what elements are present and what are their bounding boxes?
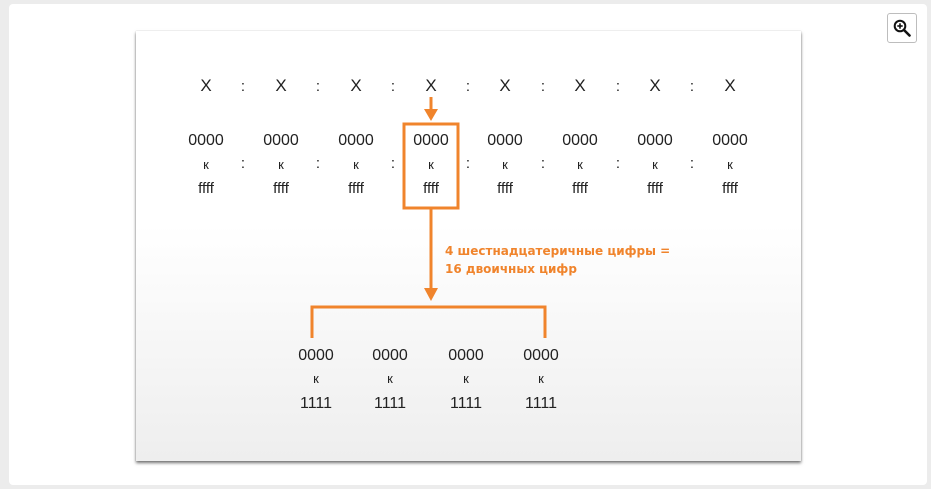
binary-connector: к: [538, 371, 544, 386]
ipv6-diagram-card: [136, 31, 801, 461]
range-start: 0000: [188, 132, 224, 149]
zoom-in-icon: [893, 19, 911, 37]
range-connector: к: [502, 157, 508, 172]
expansion-bracket: [310, 305, 547, 338]
range-connector-highlighted: к: [428, 157, 434, 172]
range-separator: :: [465, 155, 471, 172]
range-separator: :: [540, 155, 546, 172]
address-segment: X: [425, 76, 437, 95]
range-end: ffff: [198, 180, 214, 197]
range-separator: :: [390, 155, 396, 172]
range-start: 0000: [338, 132, 374, 149]
range-start-highlighted: 0000: [413, 132, 449, 149]
range-connector: к: [652, 157, 658, 172]
range-start: 0000: [637, 132, 673, 149]
range-connector: к: [203, 157, 209, 172]
address-separator: :: [540, 78, 546, 95]
binary-start: 0000: [372, 347, 408, 364]
address-separator: :: [240, 78, 246, 95]
range-end: ffff: [497, 180, 513, 197]
address-separator: :: [315, 78, 321, 95]
address-separator: :: [689, 78, 695, 95]
note-line-1: 4 шестнадцатеричные цифры =: [445, 244, 671, 258]
binary-start: 0000: [523, 347, 559, 364]
range-end: ffff: [273, 180, 289, 197]
range-separator: :: [615, 155, 621, 172]
expand-arrow-head: [424, 288, 438, 301]
zoom-in-button[interactable]: [887, 13, 917, 43]
address-segment: X: [649, 76, 661, 95]
range-start: 0000: [562, 132, 598, 149]
binary-end: 1111: [299, 395, 333, 412]
address-separator: :: [465, 78, 471, 95]
range-start: 0000: [263, 132, 299, 149]
range-separator: :: [689, 155, 695, 172]
range-end: ffff: [572, 180, 588, 197]
down-arrow-head: [424, 109, 438, 121]
range-connector: к: [278, 157, 284, 172]
range-start: 0000: [712, 132, 748, 149]
range-end: ffff: [348, 180, 364, 197]
range-separator: :: [315, 155, 321, 172]
range-connector: к: [353, 157, 359, 172]
range-connector: к: [727, 157, 733, 172]
range-end: ffff: [722, 180, 738, 197]
binary-end: 1111: [524, 395, 558, 412]
binary-connector: к: [313, 371, 319, 386]
range-separator: :: [240, 155, 246, 172]
address-segment: X: [350, 76, 362, 95]
highlight-box: [402, 122, 460, 210]
range-end-highlighted: ffff: [423, 180, 439, 197]
range-connector: к: [577, 157, 583, 172]
address-segment: X: [574, 76, 586, 95]
address-segment: X: [724, 76, 736, 95]
address-segment: X: [275, 76, 287, 95]
range-start: 0000: [487, 132, 523, 149]
note-line-2: 16 двоичных цифр: [445, 262, 577, 276]
binary-start: 0000: [298, 347, 334, 364]
binary-connector: к: [387, 371, 393, 386]
binary-end: 1111: [449, 395, 483, 412]
binary-start: 0000: [448, 347, 484, 364]
binary-end: 1111: [373, 395, 407, 412]
address-segment: X: [200, 76, 212, 95]
binary-connector: к: [463, 371, 469, 386]
hex-to-binary-note: 4 шестнадцатеричные цифры = 16 двоичных …: [445, 242, 670, 278]
address-segment: X: [499, 76, 511, 95]
address-separator: :: [390, 78, 396, 95]
range-end: ffff: [647, 180, 663, 197]
address-separator: :: [615, 78, 621, 95]
